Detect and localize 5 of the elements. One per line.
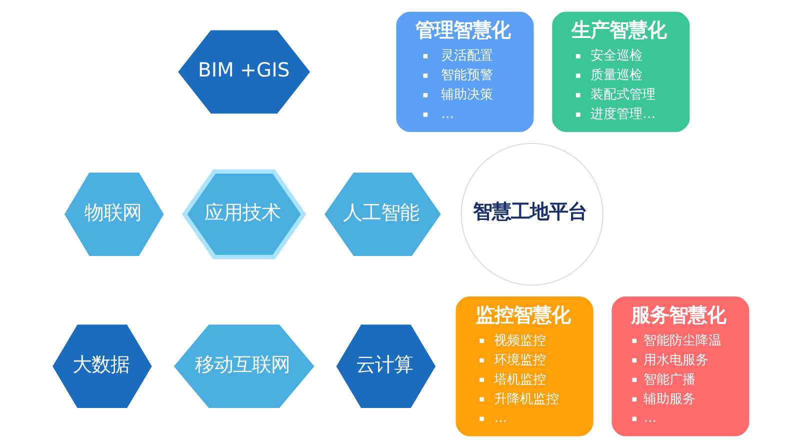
node-box: 生产智慧化 安全巡检 质量巡检 装配式管理 进度管理… bbox=[552, 12, 690, 132]
node-box: 管理智慧化 灵活配置 智能预警 辅助决策 … bbox=[396, 12, 534, 132]
node-box: 服务智慧化 智能防尘降温 用水电服务 智能广播 辅助服务 … bbox=[612, 296, 750, 436]
node-circle: 智慧工地平台 bbox=[460, 142, 604, 286]
node-box: 监控智慧化 视频监控 环境监控 塔机监控 升降机监控 … bbox=[456, 296, 594, 436]
